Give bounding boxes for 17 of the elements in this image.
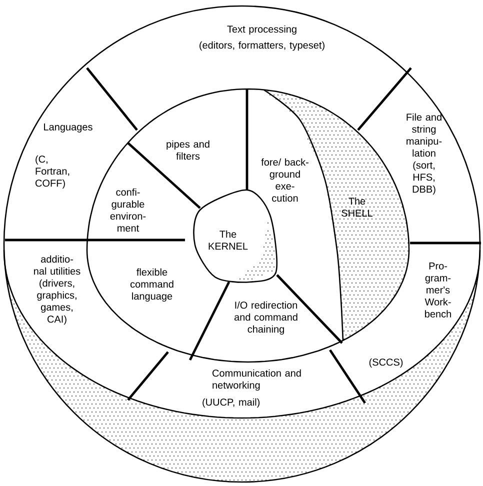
ring-label: Text processing	[227, 25, 296, 35]
ring-label: (UUCP, mail)	[202, 398, 260, 408]
ring-label: (editors, formatters, typeset)	[200, 41, 324, 51]
ring-label: (C, Fortran, COFF)	[36, 155, 70, 189]
ring-label: pipes and filters	[166, 140, 210, 160]
ring-label: File and string manipu- lation (sort, HFS, DBB)	[406, 113, 442, 195]
ring-label: fore/ back- ground exe- cution	[261, 158, 308, 202]
ring-label: flexible command language	[130, 268, 174, 302]
ring-label: Communication and networking	[212, 369, 301, 391]
ring-label: The KERNEL	[208, 230, 248, 250]
ring-label: additio- nal utilities (drivers, graphics, games, CAI)	[34, 255, 80, 325]
ring-label: The SHELL	[342, 197, 373, 217]
ring-label: (SCCS)	[369, 358, 403, 368]
ring-label: Pro- gram- mer's Work- bench	[424, 262, 451, 318]
ring-label: I/O redirection and command chaining	[234, 301, 298, 335]
ring-label: confi- gurable environ- ment	[110, 188, 146, 232]
ring-label: Languages	[44, 124, 92, 132]
